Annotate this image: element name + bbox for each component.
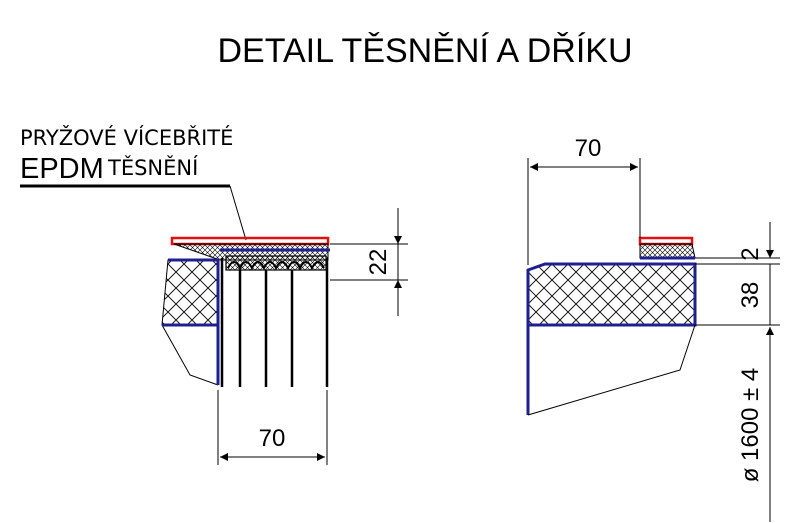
right-dim-seal-label: 2 xyxy=(737,247,764,260)
right-taper xyxy=(527,324,696,416)
drawing-title: DETAIL TĚSNĚNÍ A DŘÍKU xyxy=(217,32,632,70)
right-outline xyxy=(526,262,697,415)
callout-leader xyxy=(229,185,247,241)
right-slab-hatch xyxy=(527,263,696,326)
callout-epdm-label: EPDM xyxy=(20,153,104,185)
callout-seal-label: TĚSNĚNÍ xyxy=(107,155,198,180)
right-seal-top xyxy=(638,236,694,246)
left-outline xyxy=(168,258,220,385)
callout-material-label: PRYŽOVÉ VÍCEBŘITÉ xyxy=(20,125,233,150)
right-section-view: 70 2 38 ø 1600 ± 4 xyxy=(526,135,780,522)
left-dim-height-label: 22 xyxy=(365,249,392,276)
left-dim-width-label: 70 xyxy=(259,425,286,452)
left-wall-hatch xyxy=(161,259,219,326)
right-dim-thickness-label: 38 xyxy=(737,282,764,309)
left-wall-taper xyxy=(161,324,219,386)
right-dim-top-width-label: 70 xyxy=(575,135,602,162)
left-seal-lip-shapes xyxy=(227,261,325,271)
left-section-view: 70 22 xyxy=(161,208,408,465)
right-seal-body xyxy=(639,243,696,259)
right-dim-diameter-label: ø 1600 ± 4 xyxy=(737,368,764,483)
left-seal-top xyxy=(170,236,330,246)
